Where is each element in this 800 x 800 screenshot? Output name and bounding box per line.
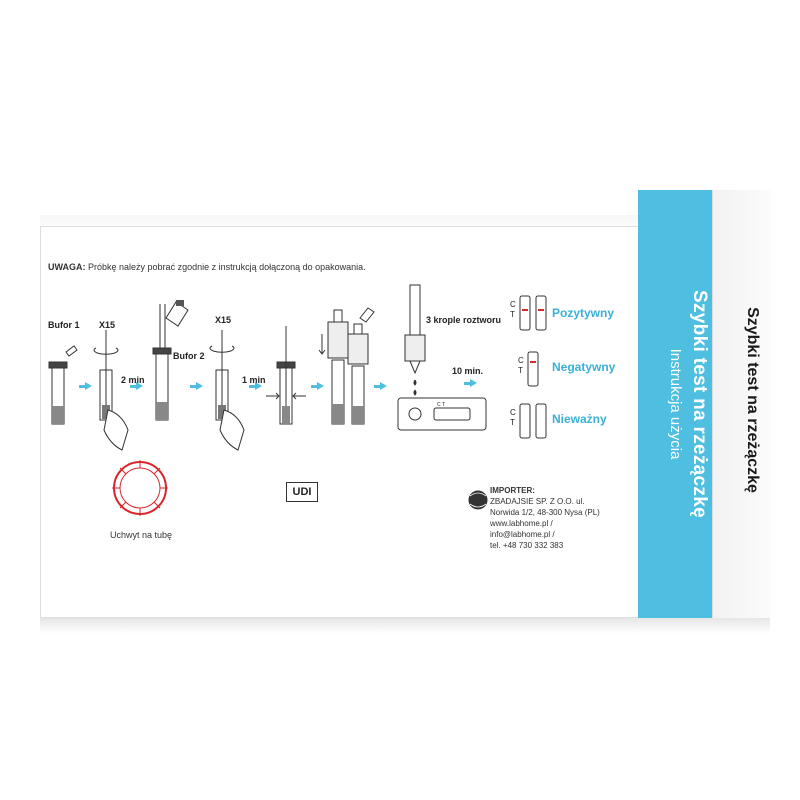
holder-label: Uchwyt na tubę xyxy=(110,530,173,540)
box-front-panel xyxy=(40,226,712,618)
tube-swab-hand-icon xyxy=(93,330,129,451)
arrow-7 xyxy=(464,379,477,387)
tube-bufor1-icon xyxy=(48,345,78,425)
arrow-2 xyxy=(130,382,143,390)
box-floor-shadow xyxy=(40,618,770,634)
importer-title: IMPORTER: xyxy=(490,486,535,495)
importer-line4: info@labhome.pl / xyxy=(490,530,555,539)
importer-line5: tel. +48 730 332 383 xyxy=(490,541,564,550)
warning-label: UWAGA: xyxy=(48,262,86,272)
result-c: C xyxy=(518,356,524,365)
result-cassettes-icon xyxy=(519,295,547,439)
result-c: C xyxy=(510,408,516,417)
importer-line3: www.labhome.pl / xyxy=(490,519,553,528)
result-c: C xyxy=(510,300,516,309)
warning-note: UWAGA: Próbkę należy pobrać zgodnie z in… xyxy=(48,262,366,272)
label-1min: 1 min xyxy=(242,375,266,385)
label-x15-a: X15 xyxy=(99,320,116,330)
label-bufor1: Bufor 1 xyxy=(48,320,80,330)
importer-line1: ZBADAJSIE SP. Z O.O. ul. xyxy=(490,497,585,506)
dropper-tube-icon xyxy=(404,284,426,396)
result-ct-pozytywny: C T xyxy=(510,300,516,320)
tube-dropper-caps-icon xyxy=(318,307,375,425)
importer-line2: Norwida 1/2, 48-300 Nysa (PL) xyxy=(490,508,600,517)
result-label-niewazny: Nieważny xyxy=(552,412,607,426)
arrow-3 xyxy=(190,382,203,390)
label-bufor2: Bufor 2 xyxy=(173,351,205,361)
cassette-c: C xyxy=(437,402,441,408)
arrow-5 xyxy=(311,382,324,390)
box-side-panel xyxy=(712,190,771,618)
arrow-6 xyxy=(374,382,387,390)
udi-mark: UDI xyxy=(286,482,318,502)
label-drops: 3 krople roztworu xyxy=(426,315,502,325)
result-t: T xyxy=(510,310,515,319)
label-10min: 10 min. xyxy=(452,366,484,376)
result-label-pozytywny: Pozytywny xyxy=(552,306,615,320)
label-2min: 2 min xyxy=(121,375,145,385)
blue-title-band xyxy=(638,190,712,618)
result-t: T xyxy=(518,366,523,375)
tube-bufor2-icon xyxy=(152,300,189,421)
warning-text: Próbkę należy pobrać zgodnie z instrukcj… xyxy=(88,262,366,272)
tube-squeeze-icon xyxy=(266,326,306,425)
cassette-t: T xyxy=(441,402,445,408)
arrow-1 xyxy=(79,382,92,390)
result-ct-niewazny: C T xyxy=(510,408,516,428)
globe-icon xyxy=(468,490,488,510)
result-ct-negatywny: C T xyxy=(518,356,524,376)
importer-block: IMPORTER: ZBADAJSIE SP. Z O.O. ul. Norwi… xyxy=(490,485,610,551)
arrow-4 xyxy=(249,382,262,390)
result-label-negatywny: Negatywny xyxy=(552,360,616,374)
label-x15-b: X15 xyxy=(215,315,232,325)
cassette-labels: C T xyxy=(437,402,445,408)
test-cassette-icon xyxy=(397,397,487,431)
result-t: T xyxy=(510,418,515,427)
tube-holder-icon xyxy=(112,460,168,516)
tube-swab-hand-2-icon xyxy=(209,330,245,451)
